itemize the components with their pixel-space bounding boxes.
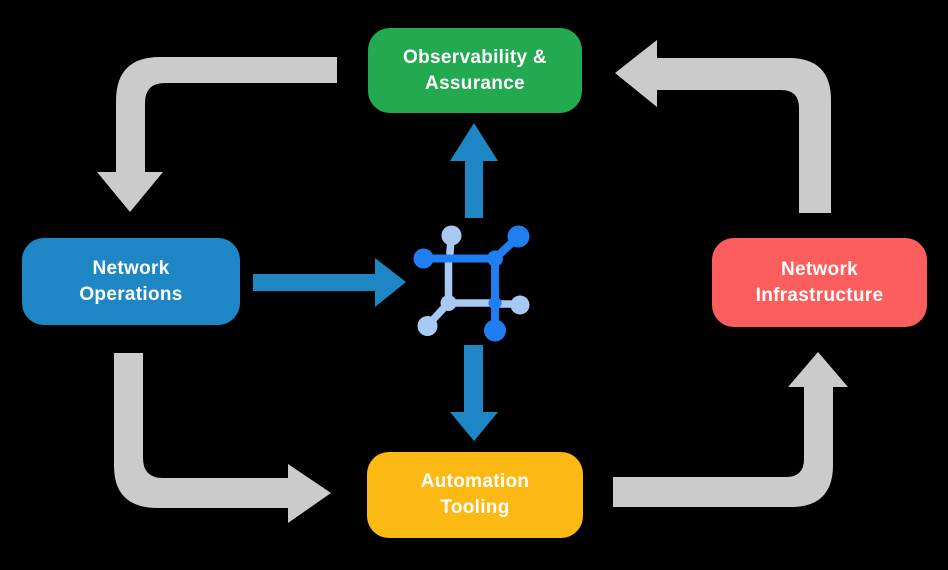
arrow-operations-to-center [253, 258, 406, 307]
arrow-center-to-observability [450, 123, 498, 218]
arrow-center-to-automation [450, 345, 498, 441]
node-automation-tooling: Automation Tooling [367, 452, 583, 538]
node-network-operations-label: Network Operations [79, 257, 183, 305]
node-automation-tooling-label: Automation Tooling [420, 471, 530, 518]
node-observability-assurance: Observability & Assurance [368, 28, 582, 113]
arrow-observability-to-operations [97, 57, 337, 212]
network-mesh-icon [413, 225, 530, 342]
arrow-operations-to-automation [114, 353, 331, 523]
arrow-automation-to-infrastructure [613, 352, 848, 507]
arrow-infrastructure-to-observability [615, 40, 831, 213]
node-observability-assurance-label: Observability & Assurance [403, 46, 547, 94]
node-network-infrastructure: Network Infrastructure [712, 238, 927, 327]
network-mesh-icon-light-part [417, 225, 530, 336]
node-network-infrastructure-label: Network Infrastructure [755, 258, 884, 306]
network-mesh-icon-dark-part [413, 225, 530, 342]
node-network-operations: Network Operations [22, 238, 240, 325]
